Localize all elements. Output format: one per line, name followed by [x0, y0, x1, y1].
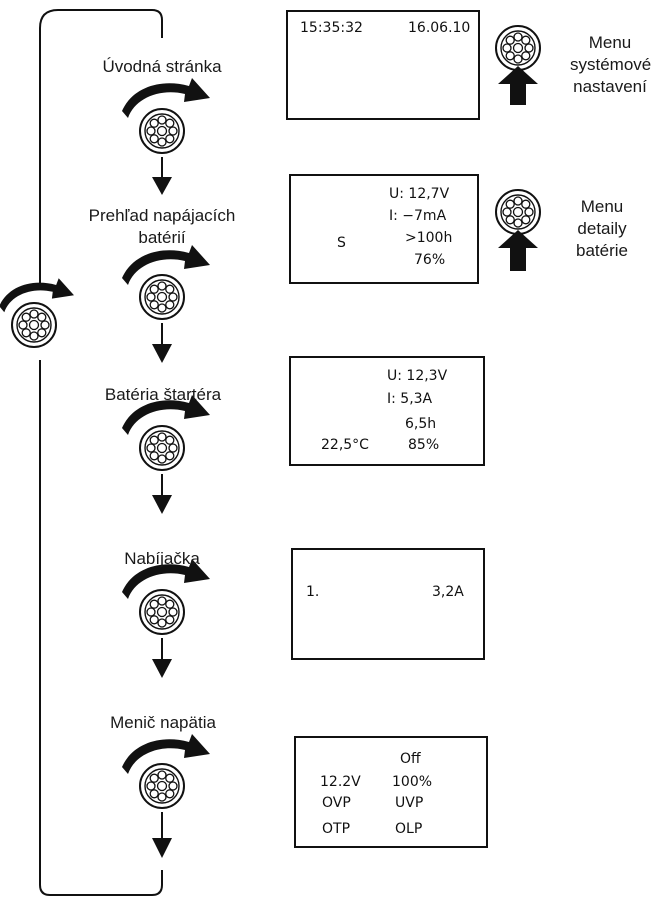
inverter-load: 100% — [392, 774, 433, 790]
down-arrow-icon — [152, 474, 172, 514]
rotary-knob-icon — [139, 108, 185, 154]
rotary-knob-icon — [495, 189, 541, 235]
rotary-knob-icon — [139, 589, 185, 635]
screen-starter-battery — [289, 356, 485, 466]
side-menu-system-settings: Menu systémové nastavení — [570, 33, 652, 96]
down-arrow-icon — [152, 638, 172, 678]
starter-voltage: U: 12,3V — [387, 368, 448, 384]
up-arrow-icon — [498, 66, 538, 105]
inverter-state: Off — [400, 751, 421, 767]
loop-top-line — [58, 9, 163, 38]
screen-service-batteries — [289, 174, 479, 284]
rotary-knob-icon — [139, 425, 185, 471]
rotary-knob-icon — [139, 274, 185, 320]
down-arrow-icon — [152, 812, 172, 858]
down-arrow-icon — [152, 323, 172, 363]
down-arrow-icon — [152, 157, 172, 195]
starter-charge: 85% — [408, 437, 440, 453]
screen-charger — [291, 548, 485, 660]
rotary-knob-icon — [495, 25, 541, 71]
up-arrow-icon — [498, 230, 538, 271]
service-charge: 76% — [414, 252, 446, 268]
inverter-uvp: UVP — [395, 795, 424, 811]
inverter-ovp: OVP — [322, 795, 351, 811]
side-menu-battery-details: Menu detaily batérie — [576, 197, 628, 260]
inverter-voltage: 12.2V — [320, 774, 361, 790]
charger-current: 3,2A — [432, 584, 464, 600]
rotary-knob-icon — [139, 763, 185, 809]
step-label-home: Úvodná stránka — [102, 57, 222, 76]
step-label-charger: Nabíjačka — [124, 549, 200, 568]
inverter-olp: OLP — [395, 821, 423, 837]
step-label-starter-battery: Batéria štartéra — [104, 385, 222, 404]
screen-inverter — [294, 736, 488, 848]
starter-current: I: 5,3A — [387, 391, 433, 407]
step-label-service-batteries: Prehľad napájacích batérií — [88, 206, 236, 247]
service-source-tag: S — [337, 235, 346, 251]
step-label-inverter: Menič napätia — [110, 713, 216, 732]
charger-prefix: 1. — [306, 584, 320, 600]
rotary-knob-icon — [11, 302, 57, 348]
loop-left-line-top — [39, 9, 59, 285]
service-current: I: −7mA — [389, 208, 447, 224]
home-date: 16.06.10 — [408, 20, 471, 36]
service-remaining-time: >100h — [405, 230, 453, 246]
loop-bottom-line — [39, 360, 163, 896]
starter-remaining-time: 6,5h — [405, 416, 437, 432]
starter-temperature: 22,5°C — [321, 437, 369, 453]
screen-home — [286, 10, 480, 120]
home-time: 15:35:32 — [300, 20, 363, 36]
inverter-otp: OTP — [322, 821, 351, 837]
service-voltage: U: 12,7V — [389, 186, 450, 202]
